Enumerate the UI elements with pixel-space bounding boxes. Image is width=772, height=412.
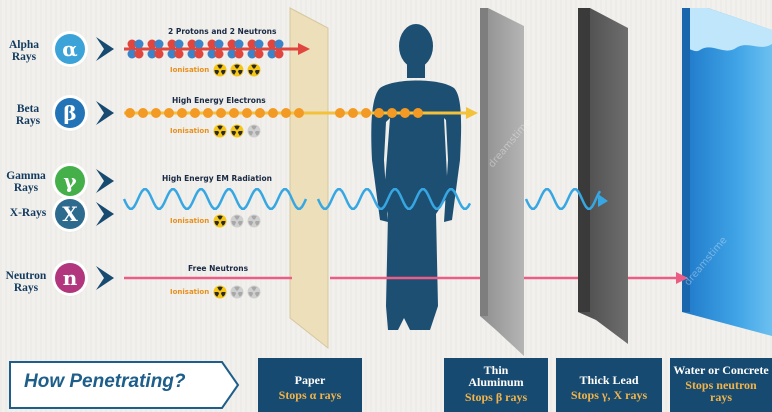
electron-particle [203,108,213,118]
paper-info-box: Paper Stops α rays [258,358,362,412]
direction-chevron-icon [96,37,114,61]
radiation-hazard-center [235,219,238,222]
lead-subtitle: Stops γ, X rays [556,389,662,401]
electron-particle [387,108,397,118]
gamma-wave [124,189,306,209]
proton-particle [155,50,164,59]
radiation-hazard-center [218,129,221,132]
aluminum-barrier [480,8,524,356]
water-info-box: Water or Concrete Stops neutron rays [670,358,772,412]
neutron-particle [195,40,204,49]
neutron-particle [215,40,224,49]
proton-particle [195,50,204,59]
neutron-particle [275,40,284,49]
radiation-hazard-center [218,290,221,293]
paper-title: Paper [258,374,362,386]
aluminum-subtitle: Stops β rays [444,391,548,403]
how-penetrating-label: How Penetrating? [24,371,186,393]
direction-chevron-icon [96,101,114,125]
neutron-caption: Free Neutrons [188,264,248,273]
paper-barrier [290,8,328,348]
beta-caption: High Energy Electrons [172,96,266,105]
alpha-caption: 2 Protons and 2 Neutrons [168,27,276,36]
radiation-hazard-center [252,129,255,132]
water-barrier [682,8,772,336]
electron-particle [242,108,252,118]
beta-ionisation-label: Ionisation [170,127,209,135]
neutron-ionisation-label: Ionisation [170,288,209,296]
electron-particle [216,108,226,118]
electron-particle [125,108,135,118]
neutron-rays-label: Neutron Rays [4,270,48,294]
beta-arrowhead-icon [466,107,478,119]
radiation-hazard-center [218,68,221,71]
lead-title: Thick Lead [556,374,662,386]
alpha-symbol-icon: α [55,34,85,64]
electron-particle [374,108,384,118]
proton-particle [135,50,144,59]
water-subtitle: Stops neutron rays [670,379,772,403]
neutron-symbol-icon: n [55,263,85,293]
neutron-particle [235,40,244,49]
gamma-symbol-icon: γ [55,166,85,196]
direction-chevron-icon [96,202,114,226]
aluminum-info-box: Thin Aluminum Stops β rays [444,358,548,412]
electron-particle [138,108,148,118]
paper-subtitle: Stops α rays [258,389,362,401]
neutron-particle [155,40,164,49]
aluminum-title: Thin Aluminum [444,364,548,388]
proton-particle [255,50,264,59]
human-silhouette [371,24,461,330]
electron-particle [255,108,265,118]
radiation-hazard-center [235,129,238,132]
radiation-hazard-center [235,290,238,293]
beta-symbol-icon: β [55,98,85,128]
electron-particle [190,108,200,118]
proton-particle [275,50,284,59]
alpha-ionisation-label: Ionisation [170,66,209,74]
electron-particle [268,108,278,118]
neutron-particle [175,40,184,49]
gamma-caption: High Energy EM Radiation [162,174,272,183]
electron-particle [294,108,304,118]
proton-particle [175,50,184,59]
electron-particle [335,108,345,118]
electron-particle [229,108,239,118]
alpha-rays-label: Alpha Rays [2,39,46,63]
direction-chevron-icon [96,266,114,290]
radiation-hazard-center [252,68,255,71]
proton-particle [215,50,224,59]
water-title: Water or Concrete [670,364,772,376]
neutron-particle [135,40,144,49]
gamma-rays-label: Gamma Rays [4,170,48,194]
electron-particle [348,108,358,118]
lead-barrier [578,8,628,344]
neutron-particle [255,40,264,49]
electron-particle [400,108,410,118]
proton-particle [235,50,244,59]
radiation-hazard-center [252,290,255,293]
radiation-hazard-center [252,219,255,222]
x-ray-symbol-icon: X [55,199,85,229]
electron-particle [413,108,423,118]
radiation-hazard-center [235,68,238,71]
electron-particle [281,108,291,118]
electron-particle [151,108,161,118]
electron-particle [164,108,174,118]
electron-particle [177,108,187,118]
lead-info-box: Thick Lead Stops γ, X rays [556,358,662,412]
x-rays-label: X-Rays [6,207,50,219]
electron-particle [361,108,371,118]
direction-chevron-icon [96,169,114,193]
radiation-hazard-center [218,219,221,222]
beta-rays-label: Beta Rays [6,103,50,127]
gamma-ionisation-label: Ionisation [170,217,209,225]
